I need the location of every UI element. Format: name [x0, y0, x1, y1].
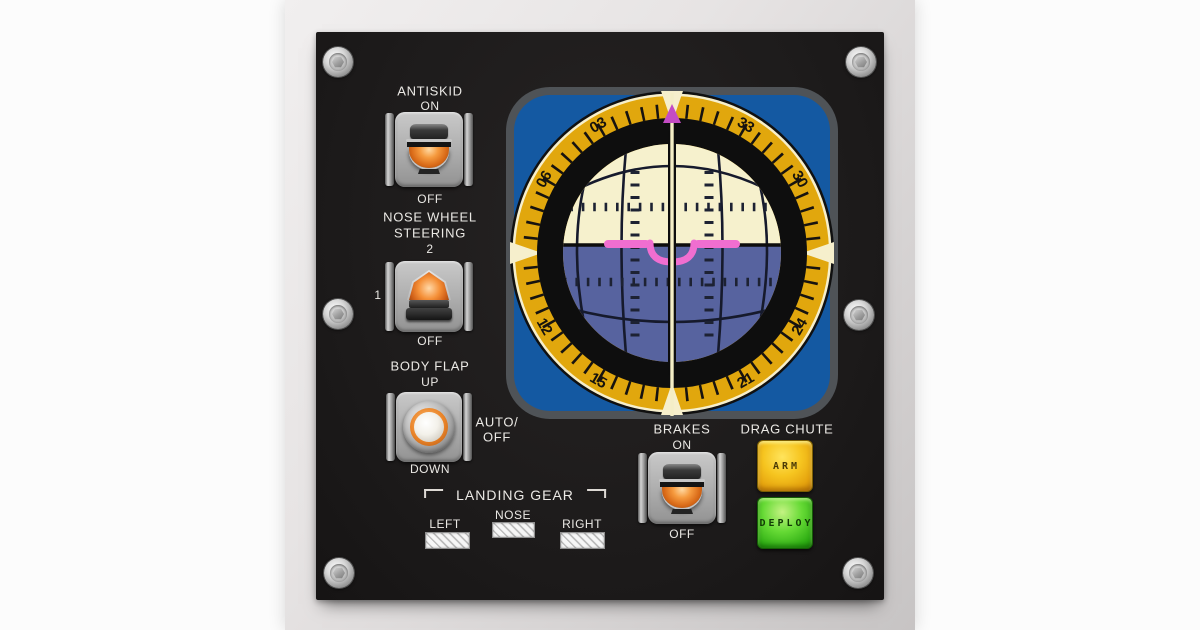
brakes-switch[interactable]	[638, 452, 726, 524]
body-flap-auto-label: AUTO/	[475, 414, 519, 430]
switch-guard-rail	[385, 113, 394, 186]
antiskid-on-label: ON	[420, 99, 440, 113]
deploy-button-label: DEPLOY	[759, 517, 814, 529]
adi-heading-label: 15	[587, 369, 610, 392]
adi-pitch-marks	[563, 171, 781, 339]
brakes-title: BRAKES	[653, 421, 711, 437]
body-flap-title: BODY FLAP	[390, 358, 470, 374]
switch-guard-rail	[464, 113, 473, 186]
nose-wheel-steering-switch[interactable]	[385, 261, 473, 332]
switch-guard-rail	[464, 262, 473, 331]
screw-icon	[843, 558, 873, 588]
landing-gear-header: LANDING GEAR	[424, 487, 606, 503]
landing-gear-title: LANDING GEAR	[456, 487, 574, 503]
body-flap-up-label: UP	[421, 375, 439, 389]
adi-heading-label: 06	[533, 168, 556, 191]
nws-title-line1: NOSE WHEEL	[383, 209, 477, 225]
body-flap-switch[interactable]	[386, 392, 472, 462]
antiskid-switch[interactable]	[385, 112, 473, 187]
bracket-icon	[424, 488, 444, 498]
poster: ANTISKID ON OFF NOSE WHEEL STEERING 2 1 …	[285, 0, 915, 630]
nws-title-line2: STEERING	[393, 225, 467, 241]
landing-gear-indicator-nose	[492, 522, 535, 538]
toggle-lever-icon	[405, 270, 453, 322]
adi-heading-label: 03	[587, 114, 610, 137]
screw-icon	[323, 47, 353, 77]
adi-heading-label: 21	[734, 369, 757, 392]
adi-top-pointer-icon	[663, 104, 681, 123]
adi-heading-label: 33	[734, 114, 757, 137]
brakes-on-label: ON	[672, 438, 692, 452]
brakes-off-label: OFF	[669, 527, 695, 541]
toggle-lever-icon	[659, 464, 705, 514]
knob-icon	[403, 401, 455, 453]
screw-icon	[324, 558, 354, 588]
landing-gear-nose-label: NOSE	[494, 508, 532, 522]
adi-heading-label: 12	[533, 315, 556, 338]
nws-pos2-label: 2	[426, 242, 434, 256]
bracket-icon	[586, 488, 606, 498]
adi-heading-label: 30	[788, 168, 811, 191]
attitude-indicator: 03 06 12 15 21 24 30 33	[506, 87, 838, 419]
arm-button-label: ARM	[772, 460, 801, 472]
antiskid-off-label: OFF	[417, 192, 443, 206]
landing-gear-indicator-right	[560, 532, 605, 549]
body-flap-autooff-label: OFF	[482, 429, 512, 445]
screw-icon	[844, 300, 874, 330]
landing-gear-indicator-left	[425, 532, 470, 549]
switch-guard-rail	[717, 453, 726, 523]
drag-chute-title: DRAG CHUTE	[740, 421, 834, 437]
switch-guard-rail	[638, 453, 647, 523]
deploy-button[interactable]: DEPLOY	[757, 497, 813, 549]
switch-guard-rail	[463, 393, 472, 461]
landing-gear-left-label: LEFT	[429, 517, 461, 531]
switch-guard-rail	[386, 393, 395, 461]
nws-off-label: OFF	[417, 334, 443, 348]
screw-icon	[323, 299, 353, 329]
nws-pos1-label: 1	[374, 288, 382, 302]
control-panel: ANTISKID ON OFF NOSE WHEEL STEERING 2 1 …	[316, 32, 884, 600]
screw-icon	[846, 47, 876, 77]
body-flap-down-label: DOWN	[410, 462, 450, 476]
toggle-lever-icon	[406, 124, 452, 174]
antiskid-title: ANTISKID	[397, 83, 463, 99]
adi-heading-label: 24	[788, 315, 811, 339]
arm-button[interactable]: ARM	[757, 440, 813, 492]
landing-gear-right-label: RIGHT	[562, 517, 602, 531]
switch-guard-rail	[385, 262, 394, 331]
